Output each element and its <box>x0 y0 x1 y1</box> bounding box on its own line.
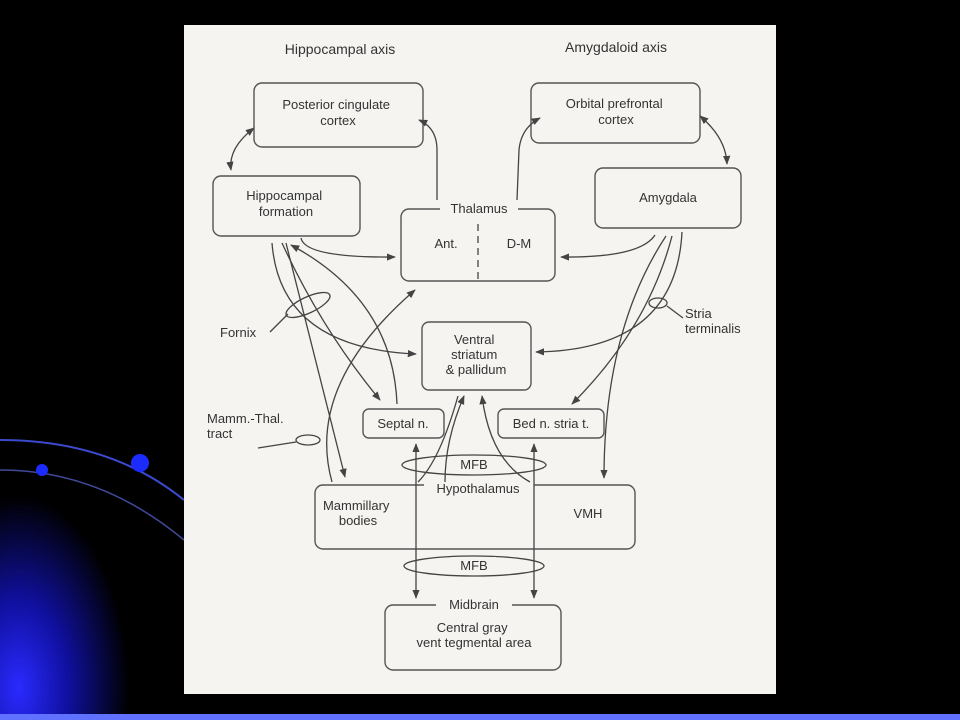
mammillothalamic-ellipse <box>295 434 321 446</box>
orbital-amygdala-arrow <box>699 115 731 165</box>
posterior-cingulate-label: Posterior cingulate cortex <box>282 97 393 128</box>
stria-to-striatum <box>535 231 683 356</box>
ventral-striatum-box <box>421 321 532 391</box>
thalamus-to-orbital <box>516 117 541 201</box>
septal-nucleus-label: Septal n. <box>377 416 428 431</box>
thalamus-box <box>400 208 556 282</box>
bed-nucleus-stria-box <box>497 408 605 439</box>
cingulate-hippocampal-arrow <box>226 127 255 171</box>
mfb-upper-ellipse <box>401 454 547 476</box>
amygdala-label: Amygdala <box>639 190 698 205</box>
hypothalamus-label: Hypothalamus <box>436 481 520 496</box>
mfb-lower-label: MFB <box>460 558 487 573</box>
stria-terminalis-label: Stria terminalis <box>685 306 741 336</box>
hippocampal-axis-heading: Hippocampal axis <box>285 41 396 57</box>
orbital-prefrontal-label: Orbital prefrontal cortex <box>566 96 666 127</box>
fornix-to-striatum <box>271 242 417 358</box>
amygdala-to-thalamus <box>560 234 656 261</box>
stria-to-vmh <box>600 235 667 479</box>
mfb-lower-ellipse <box>403 555 545 577</box>
fornix-to-septal <box>281 242 381 401</box>
thalamus-to-cingulate <box>418 119 438 200</box>
mammillothalamic-label: Mamm.-Thal. tract <box>207 411 287 441</box>
fornix-ellipse <box>285 291 331 319</box>
bed-nucleus-stria-label: Bed n. stria t. <box>513 416 590 431</box>
stria-terminalis-ellipse <box>648 297 668 309</box>
mammillothalamic-tract <box>326 289 416 483</box>
vmh-label: VMH <box>574 506 603 521</box>
posterior-cingulate-box <box>253 82 424 148</box>
swirl-dot-small <box>36 464 48 476</box>
swirl-dot-large <box>131 454 149 472</box>
stria-terminalis-leader <box>666 305 684 319</box>
hypothalamus-right-to-striatum <box>479 395 531 483</box>
midbrain-label: Midbrain <box>449 597 499 612</box>
central-gray-label: Central gray vent tegmental area <box>417 620 533 650</box>
thalamus-label: Thalamus <box>450 201 508 216</box>
septal-return-to-hippocampus <box>290 244 398 405</box>
amygdaloid-axis-heading: Amygdaloid axis <box>565 39 667 55</box>
fornix-label: Fornix <box>220 325 257 340</box>
diagram-paper <box>184 25 776 694</box>
hypothalamus-curve-left <box>417 395 459 483</box>
mammillothalamic-leader <box>257 441 297 449</box>
fornix-leader <box>269 313 289 333</box>
hippocampal-formation-label: Hippocampal formation <box>246 188 326 219</box>
fornix-to-mammillary <box>285 242 347 478</box>
hippocampal-formation-box <box>212 175 361 237</box>
thalamus-dm-label: D-M <box>507 236 532 251</box>
mammillary-bodies-label: Mammillary bodies <box>323 498 393 528</box>
mfb-upper-label: MFB <box>460 457 487 472</box>
ventral-striatum-label: Ventral striatum & pallidum <box>446 332 507 377</box>
orbital-prefrontal-box <box>530 82 701 144</box>
stria-to-bed-nucleus <box>571 235 673 405</box>
hippocampus-to-thalamus <box>300 237 396 261</box>
thalamus-anterior-label: Ant. <box>434 236 457 251</box>
septal-nucleus-box <box>362 408 445 439</box>
amygdala-box <box>594 167 742 229</box>
